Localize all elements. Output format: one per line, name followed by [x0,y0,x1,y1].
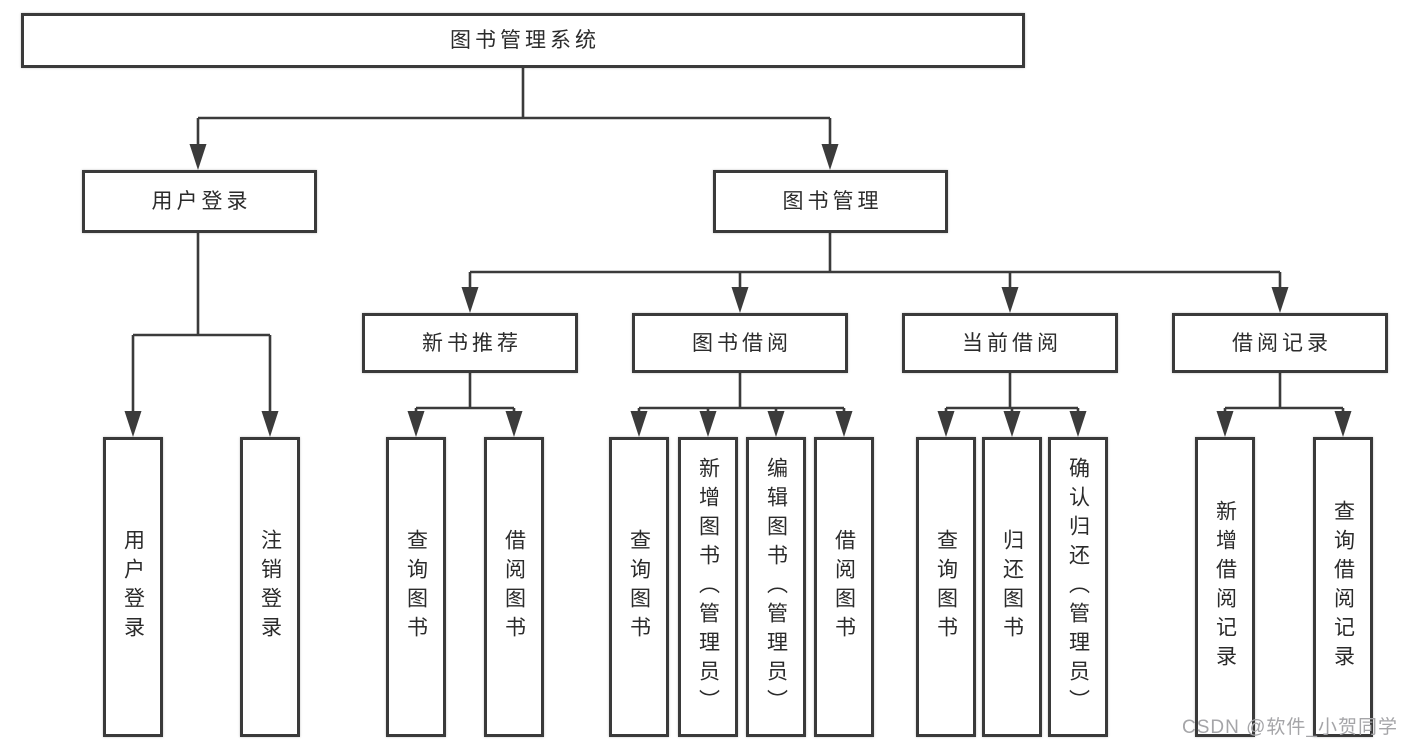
leaf-confirm-return-admin: 确认归还（管理员） [1048,437,1108,737]
arrowhead-icon [1069,411,1087,437]
leaf-user-login-label: 用户登录 [121,529,145,645]
arrowhead-icon [1334,411,1352,437]
arrowhead-icon [461,287,479,313]
leaf-return-book: 归还图书 [982,437,1042,737]
leaf-query-books-recommend: 查询图书 [386,437,446,737]
leaf-query-borrow-record-label: 查询借阅记录 [1331,500,1355,674]
csdn-watermark: CSDN @软件_小贺同学 [1182,717,1398,738]
arrowhead-icon [189,144,207,170]
arrowhead-icon [124,411,142,437]
arrowhead-icon [1001,287,1019,313]
arrowhead-icon [1003,411,1021,437]
arrowhead-icon [505,411,523,437]
leaf-add-book-admin-label: 新增图书（管理员） [696,456,720,718]
node-current-borrow-label: 当前借阅 [962,331,1062,355]
leaf-logout-label: 注销登录 [258,529,282,645]
leaf-borrow-books-recommend-label: 借阅图书 [502,529,526,645]
node-book-borrow-label: 图书借阅 [692,331,792,355]
leaf-edit-book-admin: 编辑图书（管理员） [746,437,806,737]
leaf-query-borrow-record: 查询借阅记录 [1313,437,1373,737]
leaf-add-book-admin: 新增图书（管理员） [678,437,738,737]
node-new-book-recommend: 新书推荐 [362,313,578,373]
node-book-management: 图书管理 [713,170,948,233]
leaf-query-books-current: 查询图书 [916,437,976,737]
arrowhead-icon [835,411,853,437]
node-book-borrow: 图书借阅 [632,313,848,373]
leaf-confirm-return-admin-label: 确认归还（管理员） [1066,456,1090,718]
arrowhead-icon [261,411,279,437]
leaf-borrow-books: 借阅图书 [814,437,874,737]
leaf-query-books-current-label: 查询图书 [934,529,958,645]
leaf-query-books-borrow-label: 查询图书 [627,529,651,645]
leaf-user-login: 用户登录 [103,437,163,737]
leaf-add-borrow-record: 新增借阅记录 [1195,437,1255,737]
leaf-borrow-books-label: 借阅图书 [832,529,856,645]
leaf-edit-book-admin-label: 编辑图书（管理员） [764,456,788,718]
node-current-borrow: 当前借阅 [902,313,1118,373]
arrowhead-icon [699,411,717,437]
arrowhead-icon [767,411,785,437]
leaf-return-book-label: 归还图书 [1000,529,1024,645]
node-borrow-records-label: 借阅记录 [1232,331,1332,355]
node-new-book-recommend-label: 新书推荐 [422,331,522,355]
arrowhead-icon [1271,287,1289,313]
arrowhead-icon [1216,411,1234,437]
node-borrow-records: 借阅记录 [1172,313,1388,373]
leaf-query-books-borrow: 查询图书 [609,437,669,737]
node-root-label: 图书管理系统 [450,29,600,52]
leaf-borrow-books-recommend: 借阅图书 [484,437,544,737]
node-root: 图书管理系统 [21,13,1025,68]
node-book-management-label: 图书管理 [782,190,883,213]
node-user-login: 用户登录 [82,170,317,233]
leaf-logout: 注销登录 [240,437,300,737]
arrowhead-icon [407,411,425,437]
arrowhead-icon [937,411,955,437]
leaf-query-books-recommend-label: 查询图书 [404,529,428,645]
node-user-login-label: 用户登录 [151,190,252,213]
arrowhead-icon [731,287,749,313]
leaf-add-borrow-record-label: 新增借阅记录 [1213,500,1237,674]
arrowhead-icon [821,144,839,170]
arrowhead-icon [630,411,648,437]
